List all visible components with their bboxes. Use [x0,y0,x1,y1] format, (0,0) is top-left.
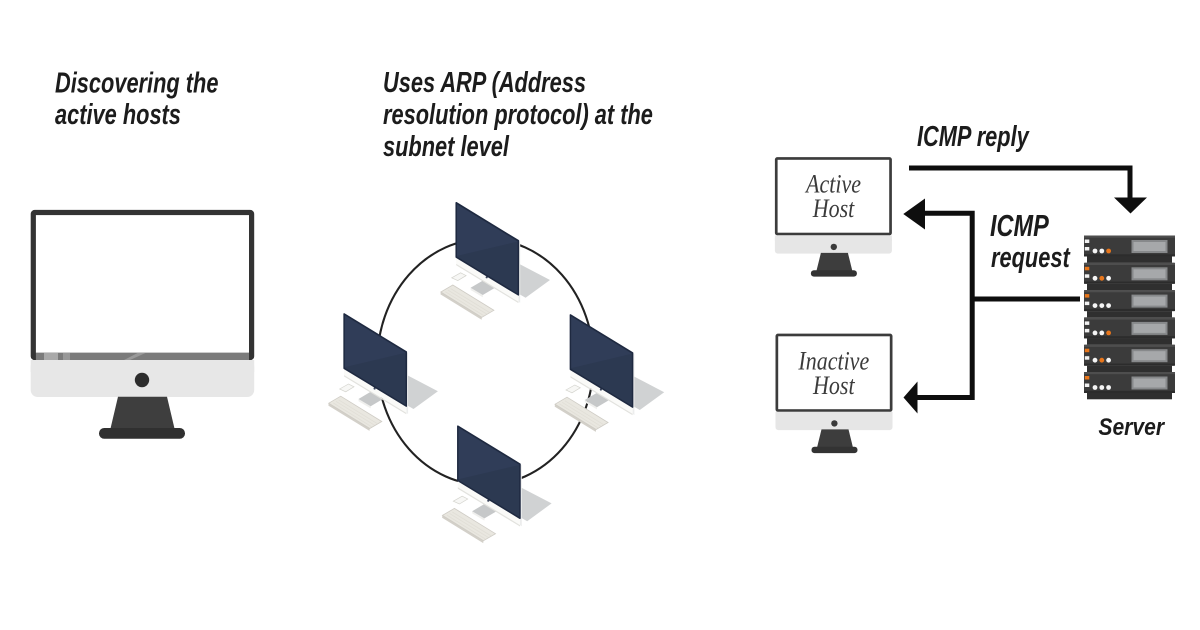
svg-text:resolution protocol) at the: resolution protocol) at the [383,100,653,131]
svg-text:Server: Server [1098,412,1165,440]
svg-text:active hosts: active hosts [55,99,181,130]
svg-text:ICMP: ICMP [990,208,1049,243]
svg-text:request: request [991,242,1071,273]
svg-text:Discovering the: Discovering the [55,68,218,99]
svg-text:ICMP reply: ICMP reply [917,121,1030,152]
svg-text:Host: Host [812,371,856,400]
svg-text:Host: Host [812,194,856,223]
svg-text:Active: Active [804,170,861,199]
svg-text:subnet level: subnet level [383,132,510,163]
svg-text:Uses ARP (Address: Uses ARP (Address [383,68,586,99]
svg-text:Inactive: Inactive [797,347,869,376]
